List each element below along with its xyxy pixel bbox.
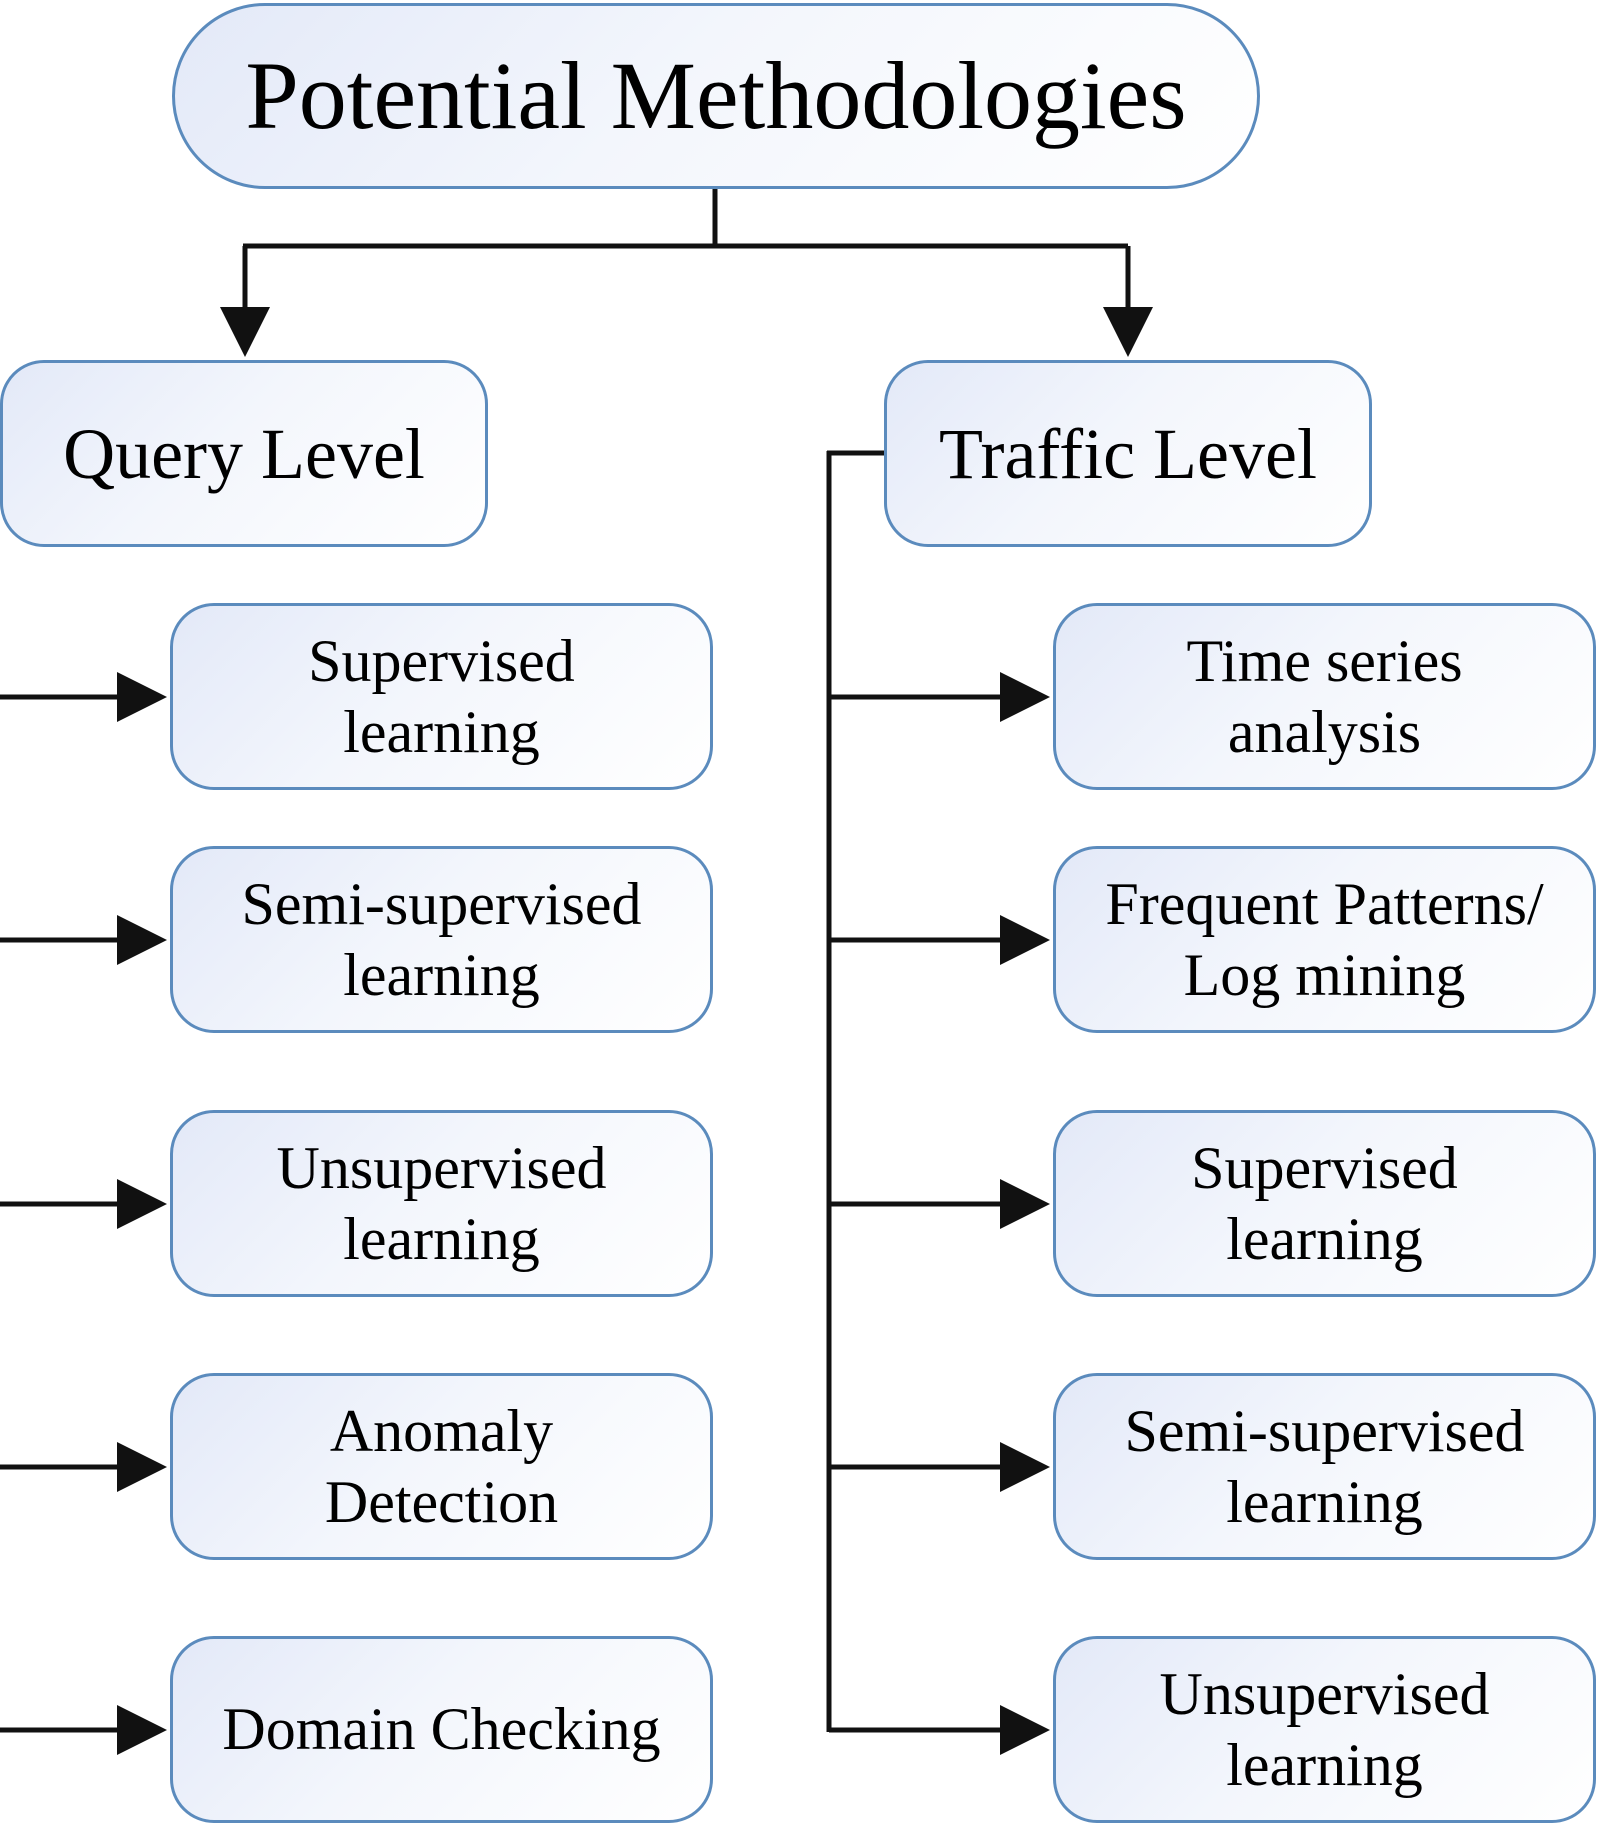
traffic-child-label: Supervised learning xyxy=(1191,1134,1458,1272)
traffic-child-label: Unsupervised learning xyxy=(1159,1660,1490,1798)
query-anomaly-detection-node: Anomaly Detection xyxy=(170,1373,713,1560)
query-level-node: Query Level xyxy=(0,360,488,547)
query-level-label: Query Level xyxy=(63,413,425,494)
traffic-child-label: Frequent Patterns/ Log mining xyxy=(1105,870,1544,1008)
query-child-label: Anomaly Detection xyxy=(324,1397,559,1535)
traffic-level-node: Traffic Level xyxy=(884,360,1372,547)
traffic-supervised-learning-node: Supervised learning xyxy=(1053,1110,1596,1297)
query-supervised-learning-node: Supervised learning xyxy=(170,603,713,790)
query-child-label: Semi-supervised learning xyxy=(241,870,642,1008)
root-node: Potential Methodologies xyxy=(172,3,1260,189)
query-domain-checking-node: Domain Checking xyxy=(170,1636,713,1823)
root-node-label: Potential Methodologies xyxy=(245,42,1187,149)
query-child-label: Unsupervised learning xyxy=(276,1134,607,1272)
traffic-frequent-patterns-node: Frequent Patterns/ Log mining xyxy=(1053,846,1596,1033)
traffic-child-label: Time series analysis xyxy=(1186,627,1463,765)
query-child-label: Domain Checking xyxy=(222,1696,661,1763)
traffic-level-label: Traffic Level xyxy=(939,413,1317,494)
traffic-semi-supervised-learning-node: Semi-supervised learning xyxy=(1053,1373,1596,1560)
traffic-child-label: Semi-supervised learning xyxy=(1124,1397,1525,1535)
traffic-time-series-analysis-node: Time series analysis xyxy=(1053,603,1596,790)
query-unsupervised-learning-node: Unsupervised learning xyxy=(170,1110,713,1297)
traffic-unsupervised-learning-node: Unsupervised learning xyxy=(1053,1636,1596,1823)
query-semi-supervised-learning-node: Semi-supervised learning xyxy=(170,846,713,1033)
query-child-label: Supervised learning xyxy=(308,627,575,765)
